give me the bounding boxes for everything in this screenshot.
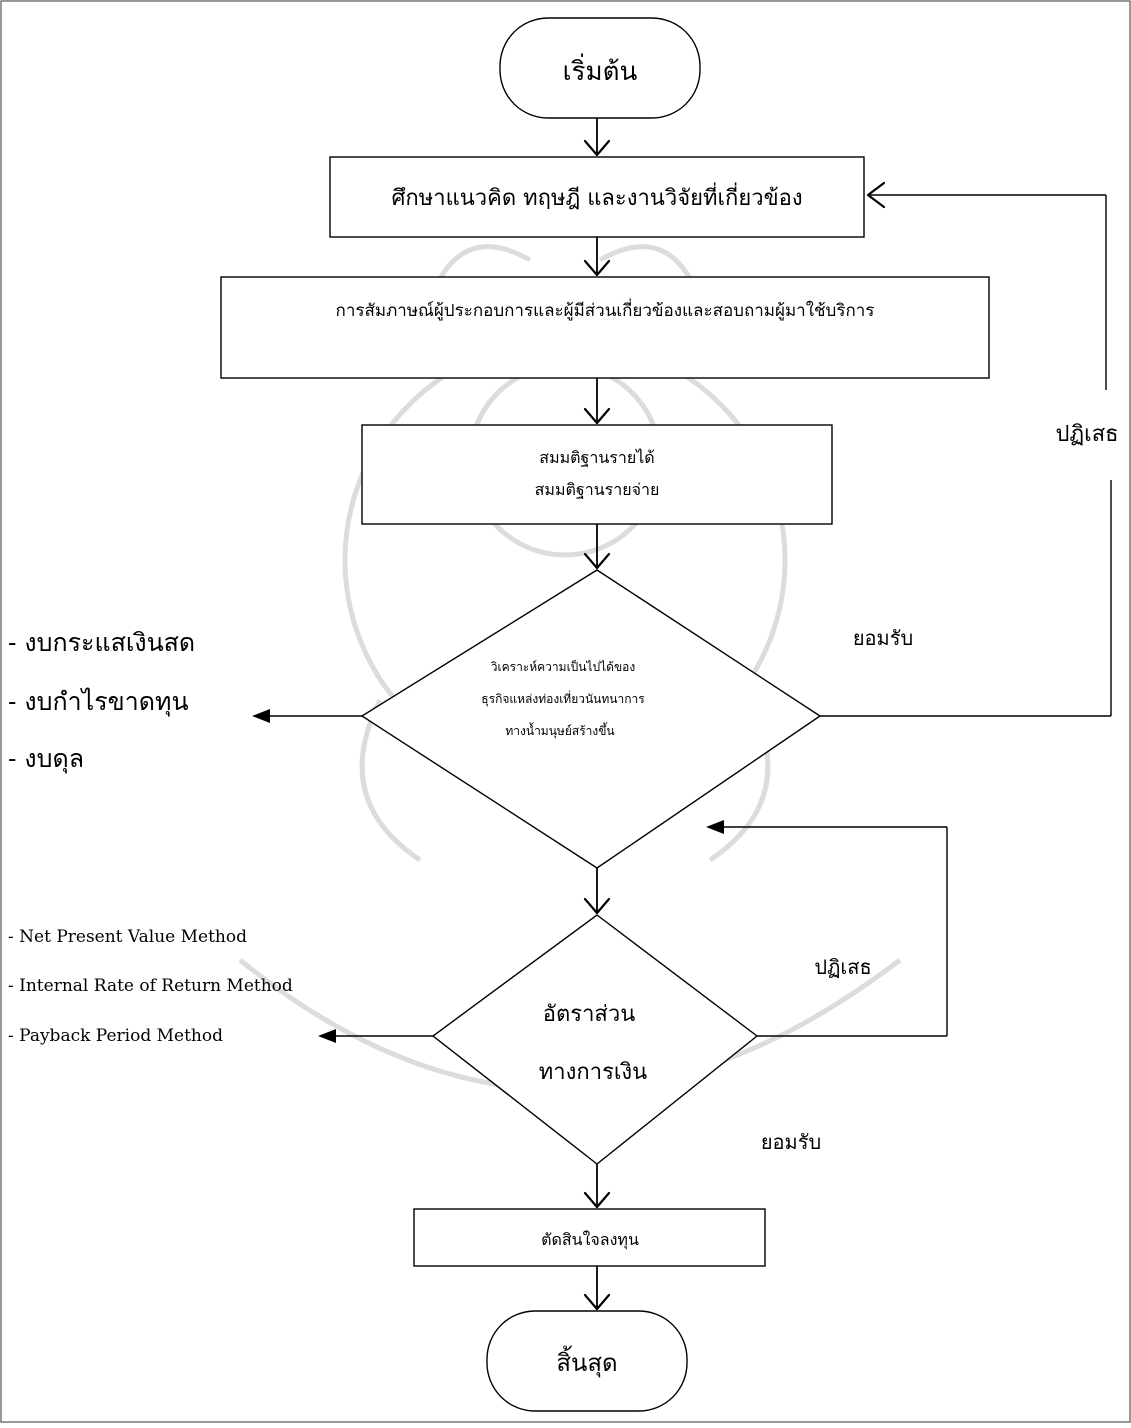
- study-label: ศึกษาแนวคิด ทฤษฎี และงานวิจัยที่เกี่ยวข้…: [391, 182, 802, 211]
- end-label: สิ้นสุด: [556, 1345, 617, 1378]
- accept-top-label: ยอมรับ: [853, 626, 913, 650]
- arrow-decision-to-end: [583, 1266, 611, 1311]
- feasibility-line-2: ธุรกิจแหล่งท่องเที่ยวนันทนาการ: [481, 690, 645, 707]
- feasibility-line-1: วิเคราะห์ความเป็นไปได้ของ: [490, 659, 635, 674]
- financial-line-2: ทางการเงิน: [539, 1060, 647, 1085]
- end-terminator: [486, 1310, 688, 1412]
- assumption-expense-label: สมมติฐานรายจ่าย: [535, 480, 660, 499]
- interview-box: [220, 276, 990, 379]
- financial-line-1: อัตราส่วน: [543, 1002, 636, 1027]
- assumption-income-label: สมมติฐานรายได้: [539, 448, 654, 467]
- arrow-interview-to-assumptions: [583, 378, 611, 425]
- assumptions-box: [361, 424, 833, 525]
- interview-label: การสัมภาษณ์ผู้ประกอบการและผู้มีส่วนเกี่ย…: [336, 298, 875, 321]
- arrow-to-methods: [318, 1029, 433, 1043]
- start-label: เริ่มต้น: [563, 53, 638, 87]
- reject-bottom-label: ปฏิเสธ: [814, 955, 871, 979]
- method-npv: - Net Present Value Method: [8, 927, 247, 947]
- study-box: [329, 156, 865, 238]
- start-terminator: [499, 17, 701, 119]
- statement-balance: - งบดุล: [8, 744, 84, 774]
- decision-label: ตัดสินใจลงทุน: [541, 1230, 639, 1250]
- arrow-feasibility-to-financial: [583, 868, 611, 915]
- financial-diamond: [431, 914, 759, 1165]
- method-irr: - Internal Rate of Return Method: [8, 976, 293, 996]
- reject-loop-bottom: [706, 820, 948, 1037]
- statement-income: - งบกำไรขาดทุน: [8, 687, 189, 717]
- feasibility-line-3: ทางน้ำมนุษย์สร้างขึ้น: [505, 722, 614, 739]
- arrow-study-to-interview: [583, 237, 611, 277]
- method-payback: - Payback Period Method: [8, 1026, 223, 1046]
- arrow-to-statements: [252, 709, 362, 723]
- arrow-start-to-study: [583, 118, 611, 157]
- arrow-assumptions-to-feasibility: [583, 524, 611, 570]
- reject-top-label: ปฏิเสธ: [1055, 422, 1118, 447]
- decision-box: [413, 1208, 766, 1267]
- reject-loop-top: [820, 181, 1112, 717]
- accept-bottom-label: ยอมรับ: [761, 1130, 821, 1154]
- statement-cashflow: - งบกระแสเงินสด: [8, 628, 195, 657]
- arrow-financial-to-decision: [583, 1164, 611, 1209]
